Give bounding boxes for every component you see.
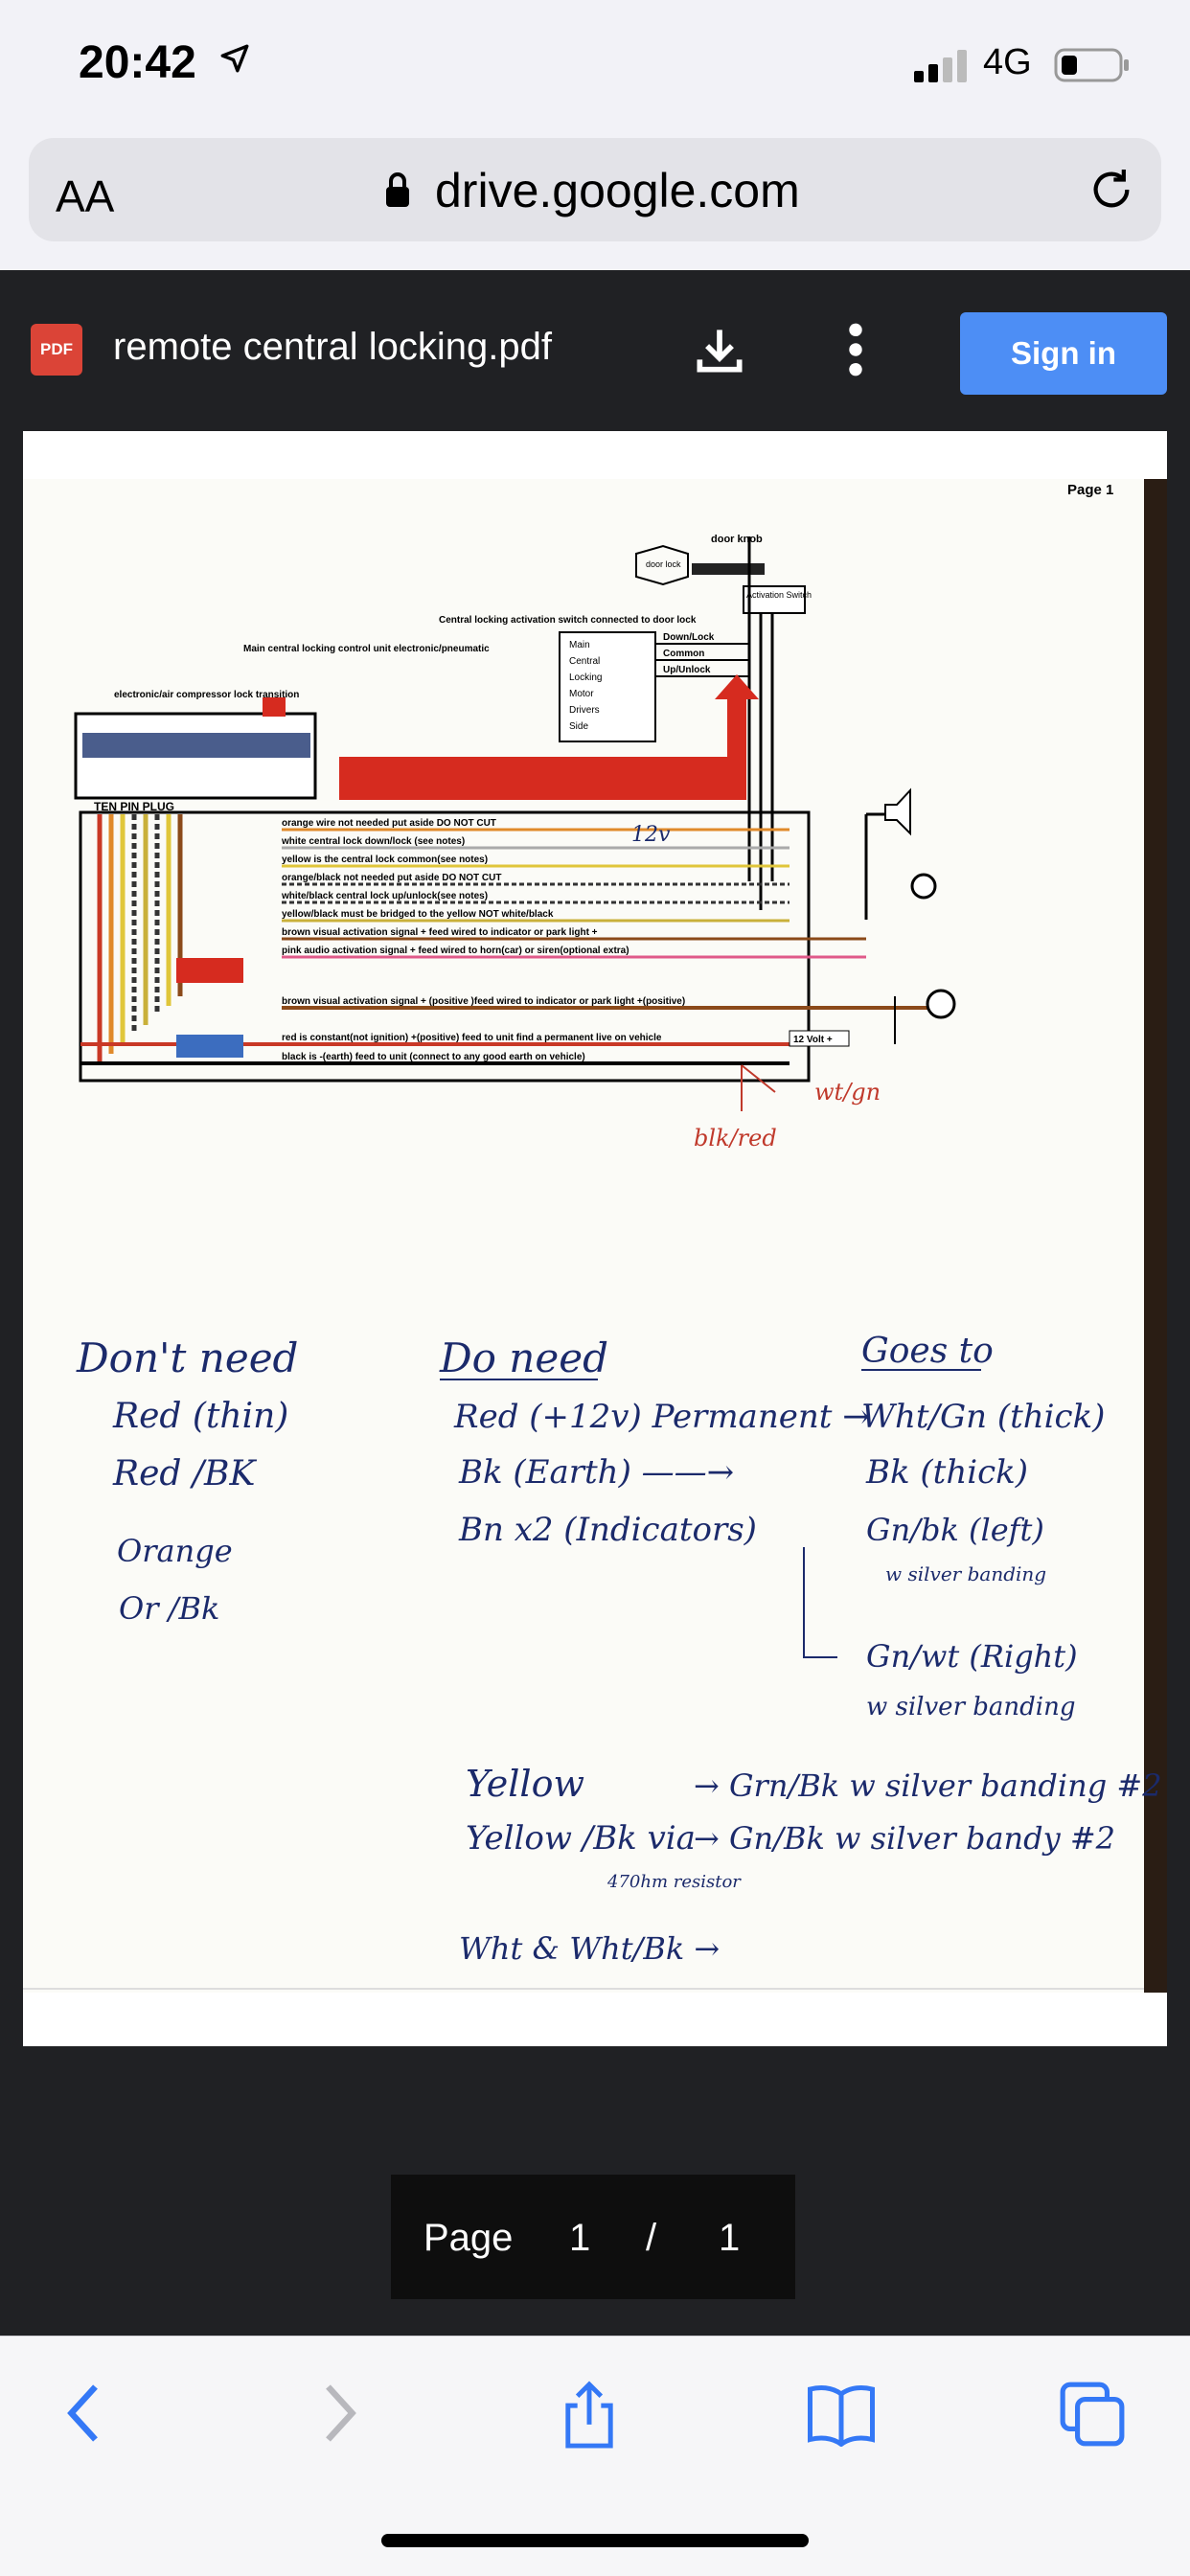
note-row-from: Bn x2 (Indicators) xyxy=(458,1511,757,1549)
motor-box-line: Locking xyxy=(569,672,602,683)
wire-note: white/black central lock up/unlock(see n… xyxy=(281,891,488,901)
note-row-from: Red (+12v) Permanent → xyxy=(453,1398,870,1436)
battery-label: 12 Volt + xyxy=(793,1035,833,1045)
motor-box-line: Central xyxy=(569,656,600,667)
page-indicator-total: 1 xyxy=(719,2217,741,2259)
wire-note: brown visual activation signal + (positi… xyxy=(282,996,685,1007)
note-row-from: Yellow xyxy=(466,1763,584,1805)
motor-wire-label: Up/Unlock xyxy=(663,665,711,675)
file-name: remote central locking.pdf xyxy=(113,326,553,368)
handwritten-notes: Don't need Red (thin) Red /BK Orange Or … xyxy=(76,1332,1162,1967)
horn-shape xyxy=(884,787,911,836)
dont-need-title: Don't need xyxy=(76,1334,298,1381)
network-type: 4G xyxy=(983,42,1032,82)
wire-notes: orange wire not needed put aside DO NOT … xyxy=(281,818,685,1062)
goes-to-title: Goes to xyxy=(861,1332,994,1371)
note-row-from: Wht & Wht/Bk → xyxy=(459,1930,720,1967)
sub-note: w silver banding xyxy=(885,1562,1046,1585)
dont-need-item: Red (thin) xyxy=(112,1397,288,1436)
download-icon[interactable] xyxy=(690,320,749,379)
note-row-from: Yellow /Bk via xyxy=(466,1819,696,1858)
sub-note: w silver banding xyxy=(866,1693,1076,1721)
wire-note: orange/black not needed put aside DO NOT… xyxy=(282,873,501,883)
forward-icon[interactable] xyxy=(316,2380,364,2447)
note-row-to: Gn/wt (Right) xyxy=(866,1638,1078,1675)
signal-icon xyxy=(914,50,967,82)
note-row-to: → Gn/Bk w silver bandy #2 xyxy=(694,1820,1115,1857)
wire-note: white central lock down/lock (see notes) xyxy=(281,836,465,847)
battery-icon xyxy=(1054,48,1129,82)
home-indicator xyxy=(381,2534,809,2547)
activation-switch-note: Central locking activation switch connec… xyxy=(439,615,697,626)
bookmarks-icon[interactable] xyxy=(805,2380,878,2447)
control-unit-note: Main central locking control unit electr… xyxy=(243,644,490,654)
motor-box-line: Main xyxy=(569,640,590,650)
wire-note: red is constant(not ignition) +(positive… xyxy=(282,1033,662,1043)
lamp-shape xyxy=(926,989,956,1019)
lock-icon xyxy=(386,172,409,207)
note-row-to: → Grn/Bk w silver banding #2 xyxy=(694,1767,1162,1804)
dont-need-item: Or /Bk xyxy=(119,1590,219,1627)
page-indicator-label: Page xyxy=(423,2217,514,2259)
motor-wire-label: Common xyxy=(663,649,704,659)
handwritten-12v: 12v xyxy=(631,823,671,847)
sub-note: 470hm resistor xyxy=(606,1872,742,1892)
lamp-shape xyxy=(910,873,937,900)
share-icon[interactable] xyxy=(556,2380,623,2451)
ten-pin-plug-label: TEN PIN PLUG xyxy=(94,800,174,813)
motor-box xyxy=(559,631,656,742)
document-scan: Page 1 door knob door lock Activation Sw… xyxy=(23,479,1167,1993)
wire-note: brown visual activation signal + feed wi… xyxy=(282,927,598,938)
do-need-title: Do need xyxy=(439,1334,608,1381)
pdf-file-icon: PDF xyxy=(31,324,82,376)
wire-note: black is -(earth) feed to unit (connect … xyxy=(282,1052,585,1062)
door-lock-shape xyxy=(635,544,689,586)
more-options-icon[interactable] xyxy=(841,320,870,379)
wire-bundle xyxy=(79,810,811,1083)
door-knob-label: door knob xyxy=(711,534,763,545)
tabs-icon[interactable] xyxy=(1058,2380,1127,2449)
motor-wire-label: Down/Lock xyxy=(663,632,715,643)
door-lock-label: door lock xyxy=(646,559,681,569)
dont-need-item: Red /BK xyxy=(112,1454,257,1493)
wire-note: yellow/black must be bridged to the yell… xyxy=(282,909,554,920)
text-size-button[interactable]: AA xyxy=(56,171,114,222)
dont-need-item: Orange xyxy=(117,1533,233,1569)
compressor-note: electronic/air compressor lock transitio… xyxy=(114,690,299,700)
page-number-label: Page 1 xyxy=(1067,482,1113,498)
note-row-to: Wht/Gn (thick) xyxy=(861,1398,1105,1436)
location-arrow-icon xyxy=(220,44,249,73)
handwritten-blk-red: blk/red xyxy=(694,1125,777,1151)
motor-box-line: Side xyxy=(569,721,588,732)
status-time: 20:42 xyxy=(79,37,196,88)
url-text[interactable]: drive.google.com xyxy=(435,164,800,217)
motor-box-line: Drivers xyxy=(569,705,600,716)
reload-icon[interactable] xyxy=(1085,163,1138,217)
motor-box-line: Motor xyxy=(569,689,594,699)
wire-note: yellow is the central lock common(see no… xyxy=(282,855,488,865)
wire-note: orange wire not needed put aside DO NOT … xyxy=(282,818,496,829)
activation-switch-label: Activation Switch xyxy=(746,590,812,600)
address-bar[interactable] xyxy=(29,138,1161,241)
red-arrow xyxy=(339,674,759,800)
text-size-label: AA xyxy=(56,171,115,221)
page-indicator-separator: / xyxy=(646,2217,657,2259)
note-row-to: Gn/bk (left) xyxy=(866,1512,1044,1548)
sign-in-button[interactable]: Sign in xyxy=(960,312,1167,395)
wire-note: pink audio activation signal + feed wire… xyxy=(282,946,629,956)
page-indicator: Page 1 / 1 xyxy=(391,2175,795,2299)
note-row-to: Bk (thick) xyxy=(865,1453,1028,1492)
handwritten-wt-gn: wt/gn xyxy=(814,1079,881,1106)
note-row-from: Bk (Earth) ——→ xyxy=(458,1453,734,1492)
back-icon[interactable] xyxy=(59,2380,107,2447)
page-indicator-current: 1 xyxy=(569,2217,591,2259)
